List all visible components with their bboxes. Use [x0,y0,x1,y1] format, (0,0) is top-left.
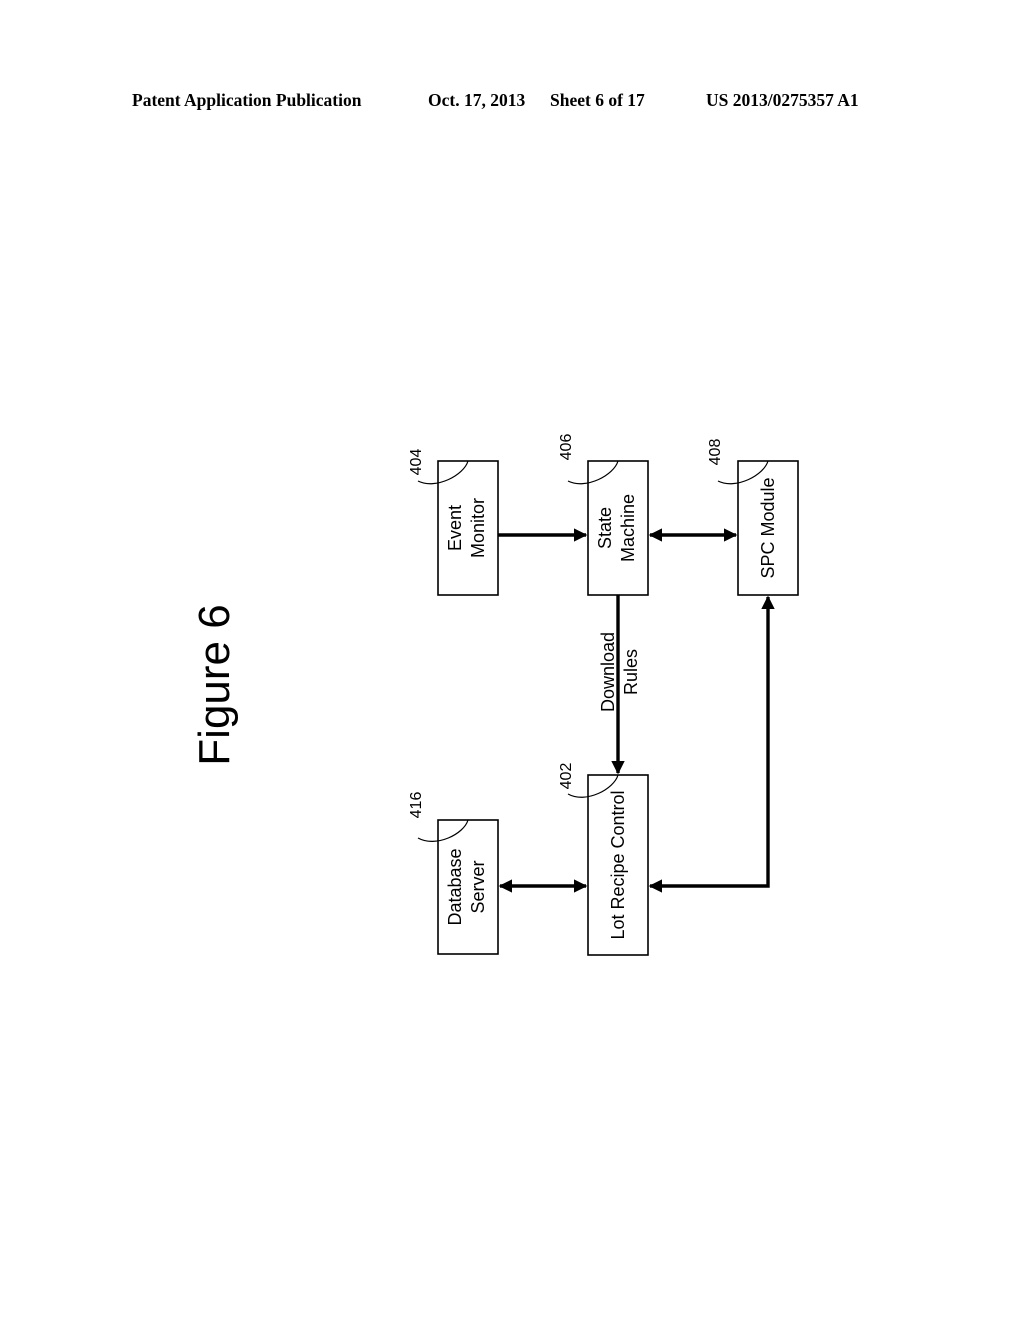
state-machine-ref-leader [567,460,619,485]
event-monitor-label-line1: Event [445,505,465,551]
event-monitor-block: Event Monitor 404 [408,449,499,596]
download-rules-label: Download Rules [598,632,641,712]
event-monitor-box [437,460,499,596]
state-machine-label-line2: Machine [618,494,638,562]
spc-module-block: SPC Module 408 [707,439,799,596]
event-monitor-ref-leader [417,460,469,485]
lot-recipe-control-block: Lot Recipe Control 402 [558,763,649,956]
figure-title-text: Figure 6 [190,604,239,765]
database-server-ref: 416 [408,792,425,819]
event-monitor-ref: 404 [408,449,425,476]
header-sheet: Sheet 6 of 17 [550,90,645,110]
spc-module-ref: 408 [707,439,724,466]
spc-module-label: SPC Module [758,477,778,578]
state-machine-box [587,460,649,596]
database-server-ref-leader [417,819,469,842]
lot-recipe-control-label: Lot Recipe Control [608,790,628,939]
header-date: Oct. 17, 2013 [428,90,526,110]
spc-module-box [737,460,799,596]
header-patent-number: US 2013/0275357 A1 [706,90,859,110]
header-publication: Patent Application Publication [132,90,362,110]
download-rules-line1: Download [598,632,618,712]
database-server-label-line2: Server [468,860,488,913]
event-monitor-label-line2: Monitor [468,498,488,558]
database-server-label-line1: Database [445,848,465,925]
page-header: Patent Application Publication Oct. 17, … [0,90,1024,114]
figure-title: Figure 6 [190,604,239,765]
state-machine-label-line1: State [595,507,615,549]
state-machine-ref: 406 [558,434,575,461]
lot-recipe-control-box [587,774,649,956]
spc-module-ref-leader [717,460,769,485]
lot-recipe-control-ref-leader [567,774,619,798]
database-server-box [437,819,499,955]
arrow-lot-recipe-control-spc-module [648,595,775,893]
state-machine-block: State Machine 406 [558,434,649,596]
database-server-block: Database Server 416 [408,792,499,955]
lot-recipe-control-ref: 402 [558,763,575,790]
download-rules-line2: Rules [621,649,641,695]
